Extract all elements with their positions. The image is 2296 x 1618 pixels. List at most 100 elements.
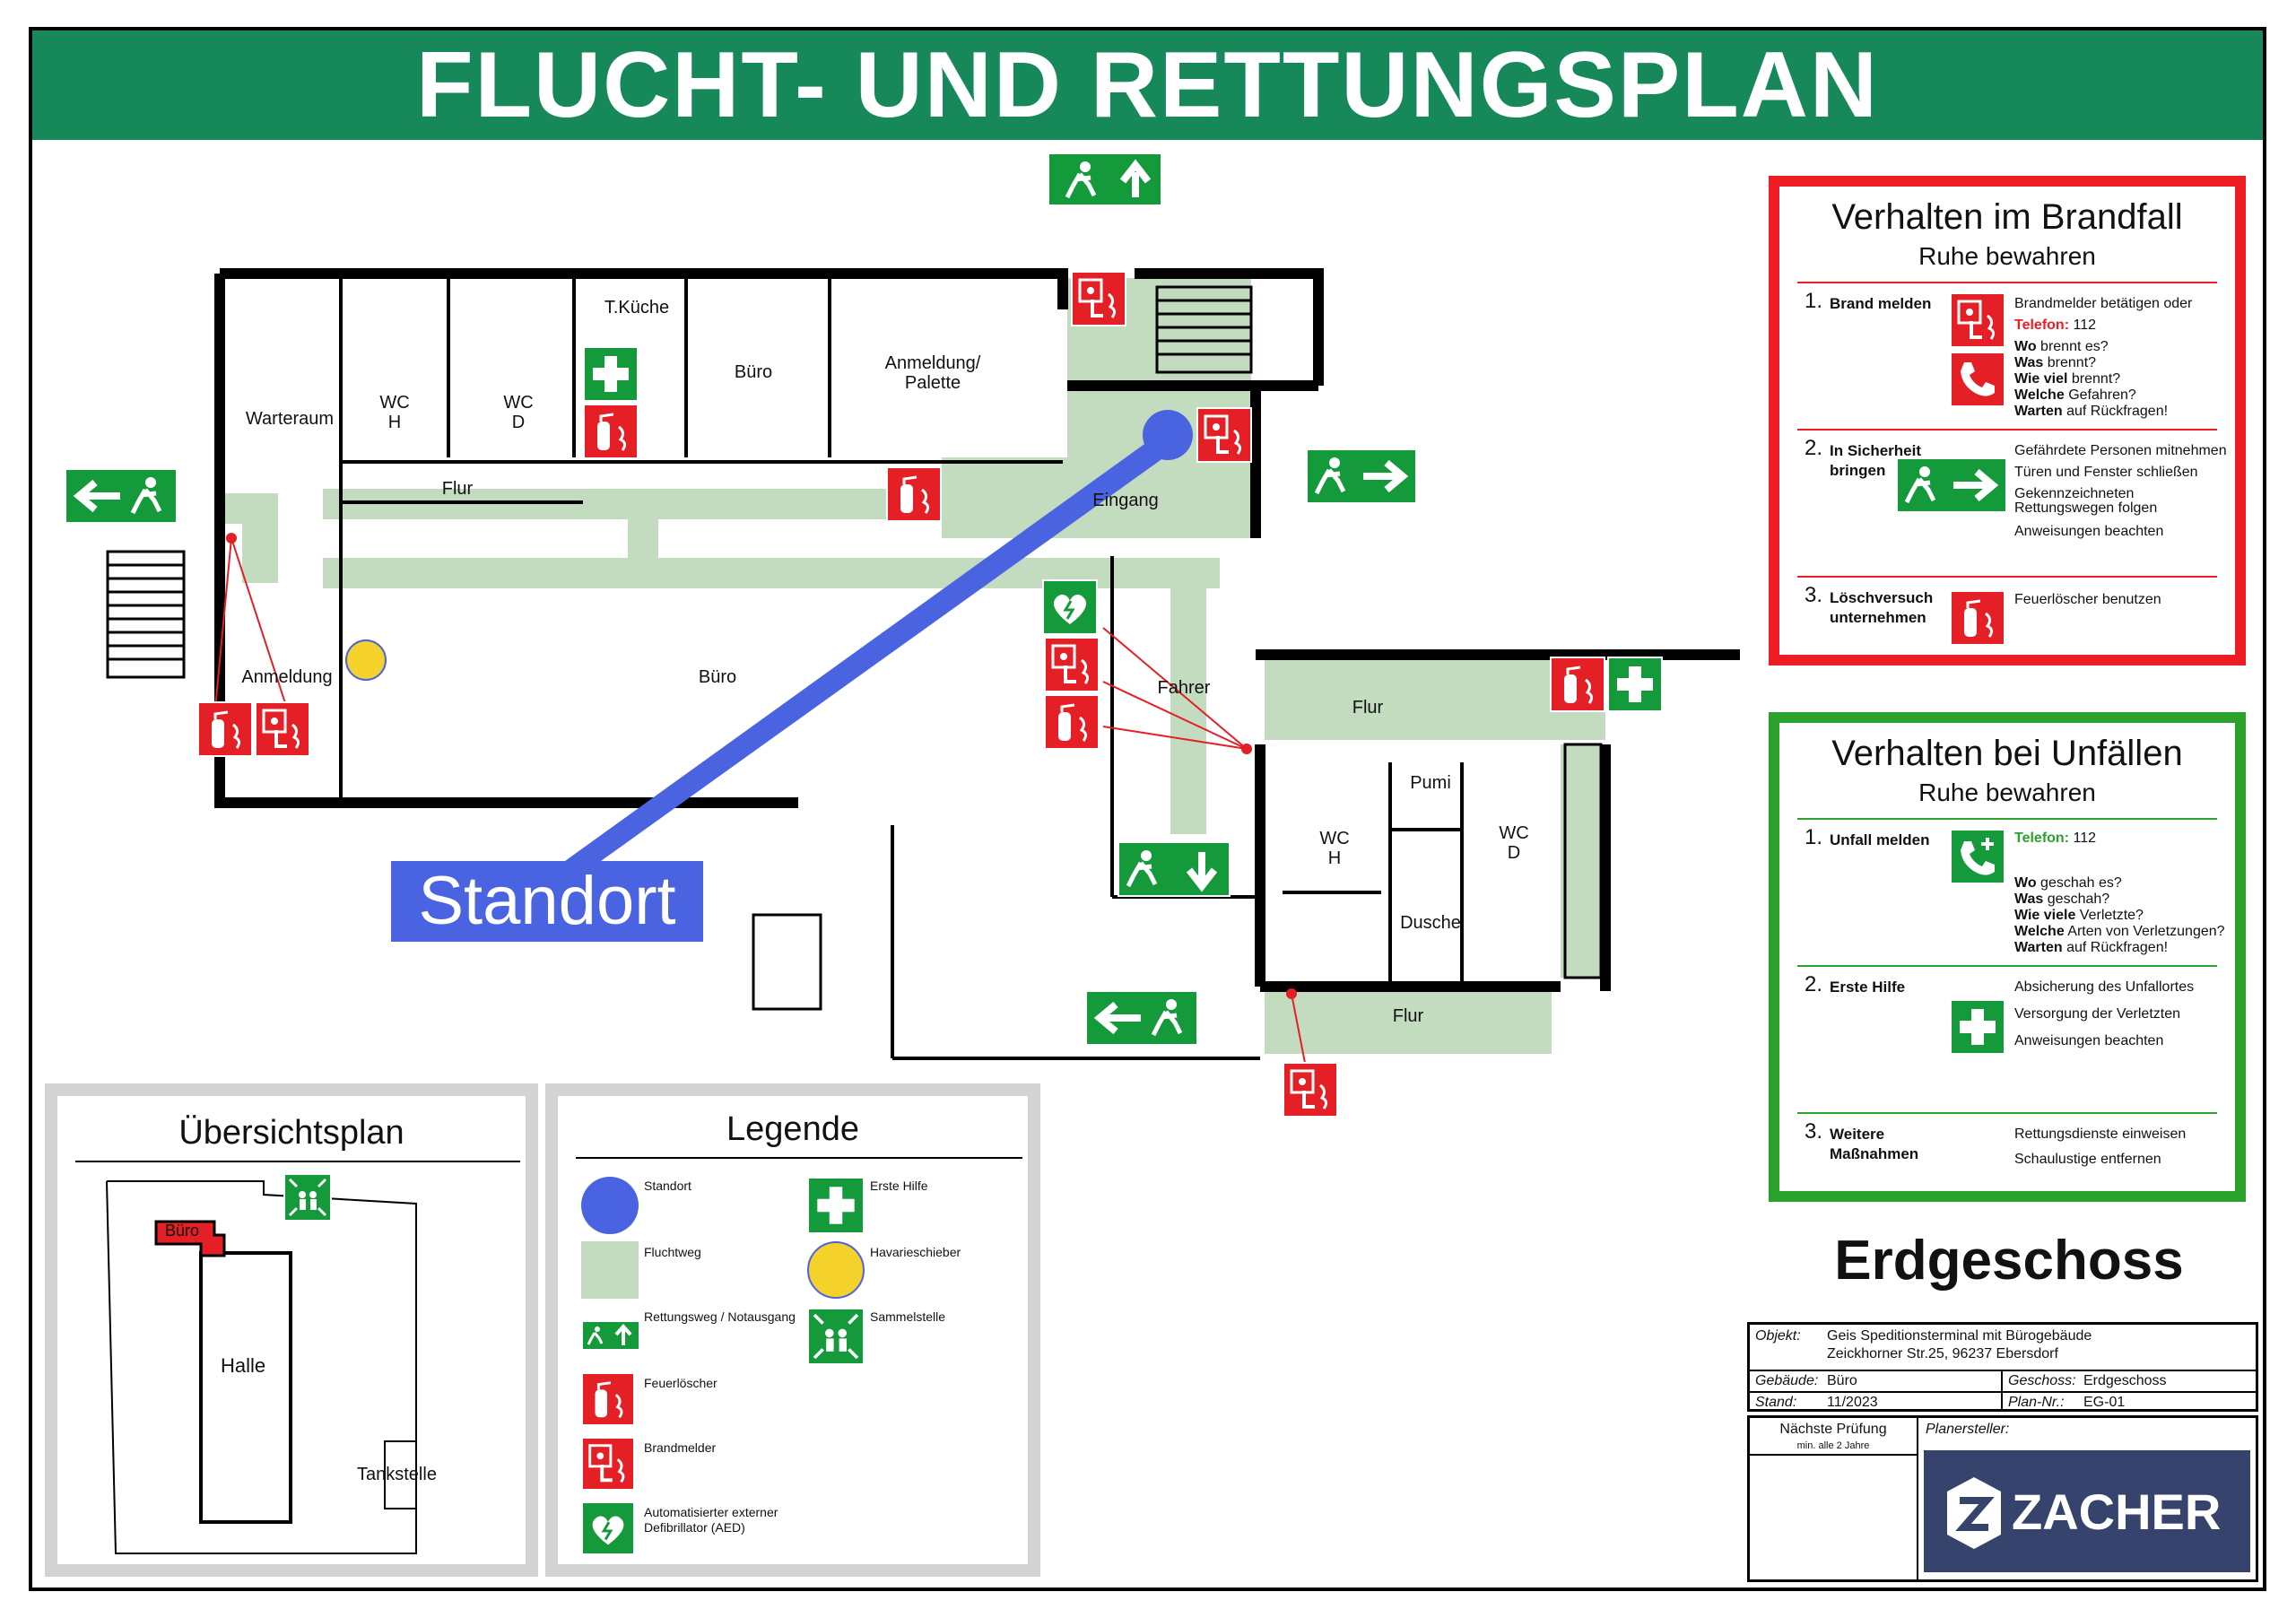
detector-lines [214, 537, 1306, 1064]
overview-map [106, 1180, 417, 1554]
legend-erste-hilfe-label: Erste Hilfe [870, 1179, 928, 1193]
room-wc-d-l2: D [511, 413, 526, 432]
tb-pruefung: Nächste Prüfung [1779, 1422, 1887, 1437]
page-title: FLUCHT- UND RETTUNGSPLAN [32, 30, 2263, 140]
tb-gebaeude: Büro [1827, 1373, 1857, 1388]
fire-extinguisher-sign-east-icon [1550, 657, 1605, 712]
brandfall-step2-text2: Türen und Fenster schließen [2014, 465, 2198, 480]
overview-tankstelle-label: Tankstelle [357, 1465, 437, 1484]
brandfall-q3: Wie viel brennt? [2014, 371, 2120, 387]
fire-extinguisher-sign-anmeldung-icon [197, 701, 253, 757]
legend-standort-label: Standort [644, 1179, 691, 1193]
brandfall-step3-number: 3. [1805, 583, 1823, 607]
unfaelle-step1-number: 1. [1805, 825, 1823, 849]
brandfall-q4-key: Welche [2014, 387, 2065, 403]
fire-phone-icon [1950, 352, 2005, 407]
room-wc-d2-l1: WC [1499, 823, 1529, 843]
unfaelle-step3-text2: Schaulustige entfernen [2014, 1152, 2161, 1167]
unfaelle-phone-number: 112 [2073, 831, 2096, 846]
detector-point-west [226, 533, 237, 544]
detector-point-flur [1286, 988, 1297, 999]
aed-sign-icon [1042, 579, 1098, 635]
unfaelle-q5-key: Warten [2014, 940, 2063, 955]
brandfall-step2-label-l1: In Sicherheit [1830, 442, 1922, 459]
room-wc-h-l1: WC [379, 393, 410, 413]
brandfall-q2-text: brennt? [2047, 355, 2097, 370]
room-eingang: Eingang [1092, 491, 1159, 510]
legend-aed-icon [581, 1501, 635, 1555]
tb-objekt-label: Objekt: [1755, 1328, 1801, 1344]
overview-buero [154, 1220, 226, 1257]
stair-west [106, 550, 186, 679]
exit-sign-west-icon [65, 468, 178, 524]
fire-extinguisher-sign-flur-icon [886, 466, 942, 522]
brandfall-q2: Was brennt? [2014, 355, 2096, 371]
unfaelle-step2-label: Erste Hilfe [1830, 979, 1906, 996]
fire-extinguisher-icon [1950, 590, 2005, 646]
first-aid-sign-icon [583, 346, 639, 402]
legend-rettungsweg-label: Rettungsweg / Notausgang [644, 1309, 796, 1324]
brandfall-q1-key: Wo [2014, 339, 2037, 354]
exit-sign-southwest-icon [1085, 990, 1198, 1046]
standort-marker [1143, 410, 1193, 460]
room-buero-main: Büro [698, 667, 737, 687]
overview-panel: Übersichtsplan Büro Halle Tankstelle [45, 1083, 538, 1577]
room-wc-h2-l2: H [1327, 848, 1342, 868]
tb-plannr-label: Plan-Nr.: [2008, 1395, 2065, 1410]
legend-aed-l2: Defibrillator (AED) [644, 1520, 745, 1535]
havarieschieber-marker [345, 639, 387, 681]
brandfall-q2-key: Was [2014, 355, 2044, 370]
detector-point-fahrer [1241, 744, 1252, 754]
unfaelle-step2-text1: Absicherung des Unfallortes [2014, 979, 2195, 995]
stair-east [1563, 743, 1603, 979]
brandfall-q5-key: Warten [2014, 404, 2063, 419]
fire-alarm-sign-stair-icon [1071, 271, 1126, 326]
overview-site-outline [106, 1180, 417, 1554]
unfaelle-q2-key: Was [2014, 892, 2044, 907]
legend-havarie-swatch [807, 1241, 865, 1299]
exit-sign-east-icon [1306, 448, 1417, 504]
overview-title: Übersichtsplan [178, 1114, 404, 1152]
brandfall-q4: Welche Gefahren? [2014, 387, 2136, 404]
zacher-logo-text: ZACHER [2012, 1483, 2222, 1540]
unfaelle-q5: Warten auf Rückfragen! [2014, 940, 2168, 956]
room-warteraum: Warteraum [245, 409, 335, 429]
unfaelle-rule-3 [1797, 1112, 2217, 1114]
brandfall-q1: Wo brennt es? [2014, 339, 2109, 355]
unfaelle-q1: Wo geschah es? [2014, 875, 2122, 892]
unfaelle-q1-key: Wo [2014, 875, 2037, 891]
room-anmeldung-palette: Anmeldung/Palette [861, 353, 1004, 393]
brandfall-step2-number: 2. [1805, 436, 1823, 460]
plan-frame [29, 27, 2266, 1591]
room-wc-d2-l2: D [1507, 843, 1521, 863]
tb-planersteller: Planersteller: [1926, 1422, 2010, 1437]
tb-divider [2001, 1370, 2003, 1409]
titleblock-footer: Nächste Prüfung min. alle 2 Jahre Planer… [1747, 1415, 2258, 1582]
assembly-point-icon [283, 1173, 332, 1222]
brandfall-q5-text: auf Rückfragen! [2066, 404, 2169, 419]
titleblock-info: Objekt: Geis Speditionsterminal mit Büro… [1747, 1322, 2258, 1412]
stair-annex [752, 913, 822, 1011]
room-anmeldung-palette-l1: Anmeldung/ [884, 353, 981, 373]
legend-title: Legende [726, 1110, 859, 1148]
room-anmeldung-palette-l2: Palette [904, 373, 961, 393]
tb-objekt-2: Zeickhorner Str.25, 96237 Ebersdorf [1827, 1346, 2058, 1361]
legend-fluchtweg-swatch [581, 1241, 639, 1299]
exit-sign-north-icon [1048, 152, 1162, 206]
legend-havarieschieber-label: Havarieschieber [870, 1245, 961, 1259]
unfaelle-phone-label: Telefon: [2014, 831, 2070, 846]
legend-aed-l1: Automatisierter externer [644, 1505, 778, 1519]
legend-fire-extinguisher-icon [581, 1372, 635, 1426]
unfaelle-rule-2 [1797, 965, 2217, 967]
unfaelle-step3-text1: Rettungsdienste einweisen [2014, 1127, 2187, 1142]
panel-brandfall: Verhalten im Brandfall Ruhe bewahren 1. … [1769, 176, 2246, 665]
fire-alarm-sign-flur-icon [1283, 1062, 1338, 1118]
unfaelle-q3: Wie viele Verletzte? [2014, 908, 2144, 924]
legend-exit-icon [581, 1320, 640, 1351]
stair-top-treads [1157, 299, 1251, 356]
brandfall-phone-label: Telefon: [2014, 318, 2070, 333]
brandfall-q3-key: Wie viel [2014, 371, 2068, 387]
room-dusche: Dusche [1400, 913, 1461, 933]
